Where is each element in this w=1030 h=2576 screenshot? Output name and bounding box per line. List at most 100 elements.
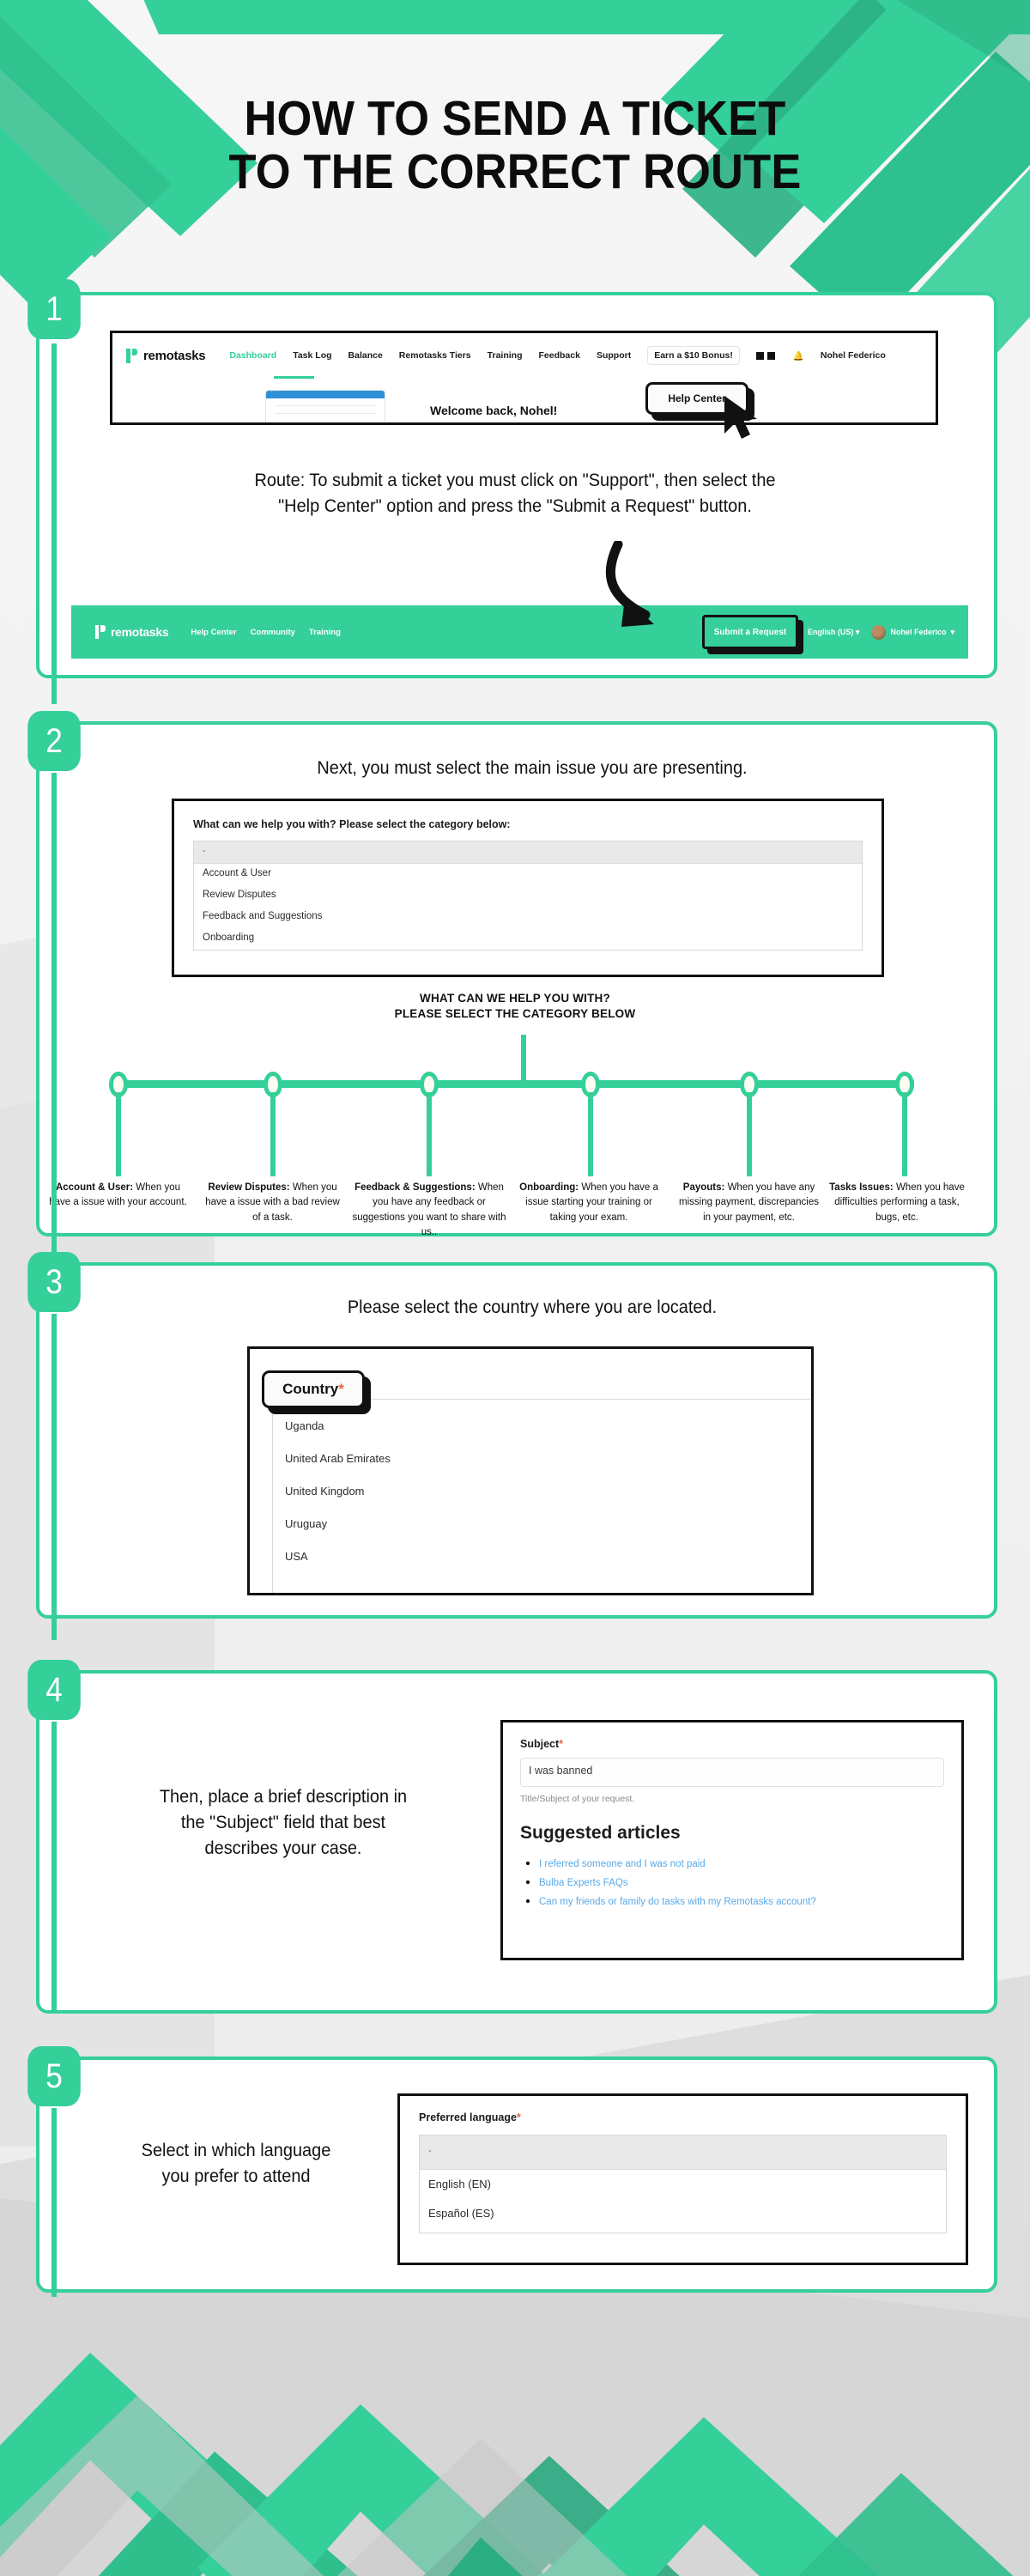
chevron-down-icon: ▾ xyxy=(950,627,954,636)
country-label-text: Country xyxy=(282,1381,339,1397)
curved-arrow-down-icon xyxy=(605,541,654,627)
timeline-item: Onboarding: When you have a issue starti… xyxy=(517,1181,661,1225)
bell-icon[interactable]: 🔔 xyxy=(792,350,804,361)
helpcenter-nav: Help Center Community Training xyxy=(191,628,341,637)
step-5-language-screenshot: Preferred language* - English (EN) Españ… xyxy=(397,2093,968,2265)
category-option-blank[interactable]: - xyxy=(194,841,862,864)
timeline-drop xyxy=(270,1092,276,1176)
language-option-english[interactable]: English (EN) xyxy=(428,2178,491,2190)
avatar xyxy=(871,624,887,640)
step-5-connector xyxy=(52,2108,57,2297)
category-option-payouts[interactable]: Payouts xyxy=(194,950,862,951)
step-1-connector xyxy=(52,343,57,704)
helpcenter-user-menu[interactable]: Nohel Federico ▾ xyxy=(871,624,954,640)
chevron-down-icon: ▾ xyxy=(855,627,860,636)
step-5-badge: 5 xyxy=(27,2046,81,2106)
hc-nav-community[interactable]: Community xyxy=(250,627,295,637)
step-3-caption-line-1: Please select the country where you are … xyxy=(347,1297,718,1317)
category-option-account-user[interactable]: Account & User xyxy=(203,868,271,878)
timeline-item: Payouts: When you have any missing payme… xyxy=(674,1181,824,1225)
step-2-caption: Next, you must select the main issue you… xyxy=(149,756,916,781)
step-4-caption-line-2: the "Subject" field that best xyxy=(180,1812,386,1832)
page-title-line-2: TO THE CORRECT ROUTE xyxy=(228,143,802,199)
bonus-pill[interactable]: Earn a $10 Bonus! xyxy=(647,346,740,365)
dashboard-user-name[interactable]: Nohel Federico xyxy=(820,350,886,361)
timeline-item: Review Disputes: When you have a issue w… xyxy=(202,1181,343,1225)
step-2-caption-line-1: Next, you must select the main issue you… xyxy=(317,758,748,778)
nav-task-log[interactable]: Task Log xyxy=(293,350,332,361)
article-link-referral[interactable]: I referred someone and I was not paid xyxy=(539,1859,706,1869)
remotasks-logo-text: remotasks xyxy=(143,348,206,363)
country-field-label: Country* xyxy=(262,1370,365,1408)
country-option-uganda[interactable]: Uganda xyxy=(285,1419,324,1432)
country-select[interactable]: Uganda United Arab Emirates United Kingd… xyxy=(272,1399,811,1593)
list-item: Bulba Experts FAQs xyxy=(539,1874,944,1890)
helpcenter-right-group: English (US) ▾ Nohel Federico ▾ xyxy=(808,624,968,640)
step-4-badge: 4 xyxy=(27,1660,81,1720)
nav-feedback[interactable]: Feedback xyxy=(538,350,580,361)
step-1-caption-line-1: Route: To submit a ticket you must click… xyxy=(254,471,776,490)
suggested-articles-heading: Suggested articles xyxy=(520,1823,681,1843)
article-link-friends-family[interactable]: Can my friends or family do tasks with m… xyxy=(539,1897,816,1907)
step-4-caption-line-3: describes your case. xyxy=(204,1838,362,1858)
step-4-caption: Then, place a brief description in the "… xyxy=(92,1784,476,1861)
hc-nav-training[interactable]: Training xyxy=(308,627,341,637)
subject-input[interactable]: I was banned xyxy=(520,1758,944,1787)
list-item: I referred someone and I was not paid xyxy=(539,1856,944,1871)
article-link-bulba-faqs[interactable]: Bulba Experts FAQs xyxy=(539,1878,628,1888)
helpcenter-language-label: English (US) xyxy=(807,627,854,636)
timeline-title-line-2: PLEASE SELECT THE CATEGORY BELOW xyxy=(394,1007,636,1021)
timeline-drop xyxy=(427,1092,432,1176)
step-2-badge: 2 xyxy=(27,711,81,771)
step-1-badge: 1 xyxy=(27,279,81,339)
remotasks-logo: remotasks xyxy=(126,348,206,363)
timeline-drop xyxy=(747,1092,752,1176)
step-1-dashboard-screenshot: remotasks Dashboard Task Log Balance Rem… xyxy=(110,331,938,425)
step-3-caption: Please select the country where you are … xyxy=(149,1295,916,1321)
country-option-uae[interactable]: United Arab Emirates xyxy=(285,1452,391,1465)
timeline-item-desc: When you have a issue starting your trai… xyxy=(525,1182,658,1223)
helpcenter-language-selector[interactable]: English (US) ▾ xyxy=(808,628,860,637)
timeline-item-term: Payouts: xyxy=(682,1182,725,1193)
step-1-caption: Route: To submit a ticket you must click… xyxy=(107,468,923,519)
timeline-item-desc: When you have any missing payment, discr… xyxy=(679,1182,819,1223)
remotasks-logo-icon-white xyxy=(95,625,106,639)
required-asterisk: * xyxy=(338,1381,344,1397)
nav-active-underline xyxy=(274,376,314,379)
required-asterisk: * xyxy=(559,1738,564,1750)
step-3-connector xyxy=(52,1314,57,1640)
language-option-blank[interactable]: - xyxy=(420,2136,946,2170)
nav-remotasks-tiers[interactable]: Remotasks Tiers xyxy=(398,350,471,361)
submit-a-request-button[interactable]: Submit a Request xyxy=(702,615,798,649)
language-select[interactable]: - English (EN) Español (ES) xyxy=(419,2135,947,2233)
help-center-navbar: remotasks Help Center Community Training… xyxy=(71,605,968,659)
timeline-drop xyxy=(588,1092,593,1176)
nav-balance[interactable]: Balance xyxy=(348,350,383,361)
tier-icon xyxy=(755,351,777,360)
welcome-message: Welcome back, Nohel! xyxy=(430,404,558,417)
country-option-usa[interactable]: USA xyxy=(285,1550,308,1563)
country-option-uruguay[interactable]: Uruguay xyxy=(285,1517,328,1530)
category-option-review-disputes[interactable]: Review Disputes xyxy=(203,890,276,900)
country-option-uk[interactable]: United Kingdom xyxy=(285,1485,365,1498)
step-4-connector xyxy=(52,1722,57,2014)
nav-support[interactable]: Support xyxy=(596,350,632,361)
language-option-spanish[interactable]: Español (ES) xyxy=(428,2207,494,2220)
category-select[interactable]: - Account & User Review Disputes Feedbac… xyxy=(193,841,863,951)
timeline-item-desc: When you have any feedback or suggestion… xyxy=(352,1182,506,1237)
timeline-item: Account & User: When you have a issue wi… xyxy=(47,1181,189,1211)
country-option-blank[interactable] xyxy=(273,1400,811,1415)
step-4-caption-line-1: Then, place a brief description in xyxy=(159,1787,408,1807)
subject-hint: Title/Subject of your request. xyxy=(520,1794,635,1804)
category-option-feedback-suggestions[interactable]: Feedback and Suggestions xyxy=(203,911,323,921)
step-4-subject-screenshot: Subject* I was banned Title/Subject of y… xyxy=(500,1720,964,1960)
dashboard-nav: Dashboard Task Log Balance Remotasks Tie… xyxy=(229,346,886,365)
timeline-drop xyxy=(902,1092,907,1176)
nav-dashboard[interactable]: Dashboard xyxy=(229,350,277,361)
category-option-onboarding[interactable]: Onboarding xyxy=(203,933,255,943)
nav-training[interactable]: Training xyxy=(487,350,523,361)
language-field-label: Preferred language* xyxy=(419,2111,947,2123)
helpcenter-user-name: Nohel Federico xyxy=(890,628,947,636)
hc-nav-help-center[interactable]: Help Center xyxy=(191,627,237,637)
helpcenter-logo-text: remotasks xyxy=(111,625,169,639)
